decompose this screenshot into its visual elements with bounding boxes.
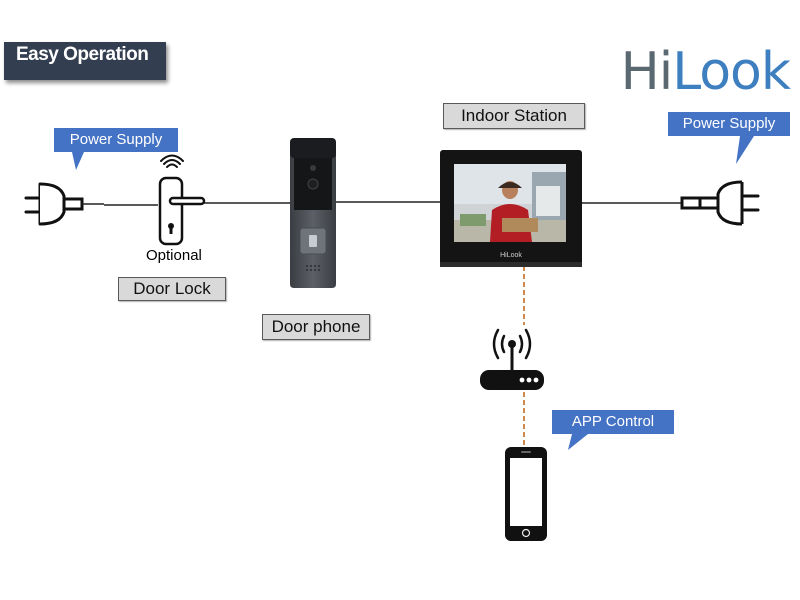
monitor-brand-text: HiLook: [500, 252, 522, 259]
door-lock-label: Door Lock: [118, 277, 226, 301]
power-supply-label-left: Power Supply: [69, 131, 163, 148]
monitor-screen: [454, 164, 566, 242]
wifi-router-icon: [480, 328, 544, 390]
door-phone-label: Door phone: [262, 314, 370, 340]
wifi-signal-icon-lock: [160, 154, 184, 168]
power-supply-callout-right: [668, 112, 790, 164]
indoor-monitor-device: HiLook: [440, 150, 582, 267]
power-supply-callout-left: [54, 128, 178, 170]
optional-caption: Optional: [146, 247, 202, 264]
power-plug-icon-left: [24, 182, 104, 226]
power-supply-label-right: Power Supply: [682, 115, 776, 132]
door-phone-device: [290, 138, 336, 288]
door-lock-handle-icon: [158, 154, 206, 246]
smartphone-icon: [505, 447, 547, 541]
hilook-logo: HiLook: [620, 42, 791, 102]
easy-operation-badge: Easy Operation: [4, 42, 166, 80]
power-plug-icon-right: [680, 180, 760, 226]
brand-look: Look: [672, 42, 791, 102]
app-control-callout: [552, 410, 674, 450]
brand-hi: Hi: [620, 42, 674, 102]
indoor-station-label: Indoor Station: [443, 103, 585, 129]
page-title: Easy Operation: [16, 44, 149, 65]
app-control-label: APP Control: [571, 413, 655, 430]
